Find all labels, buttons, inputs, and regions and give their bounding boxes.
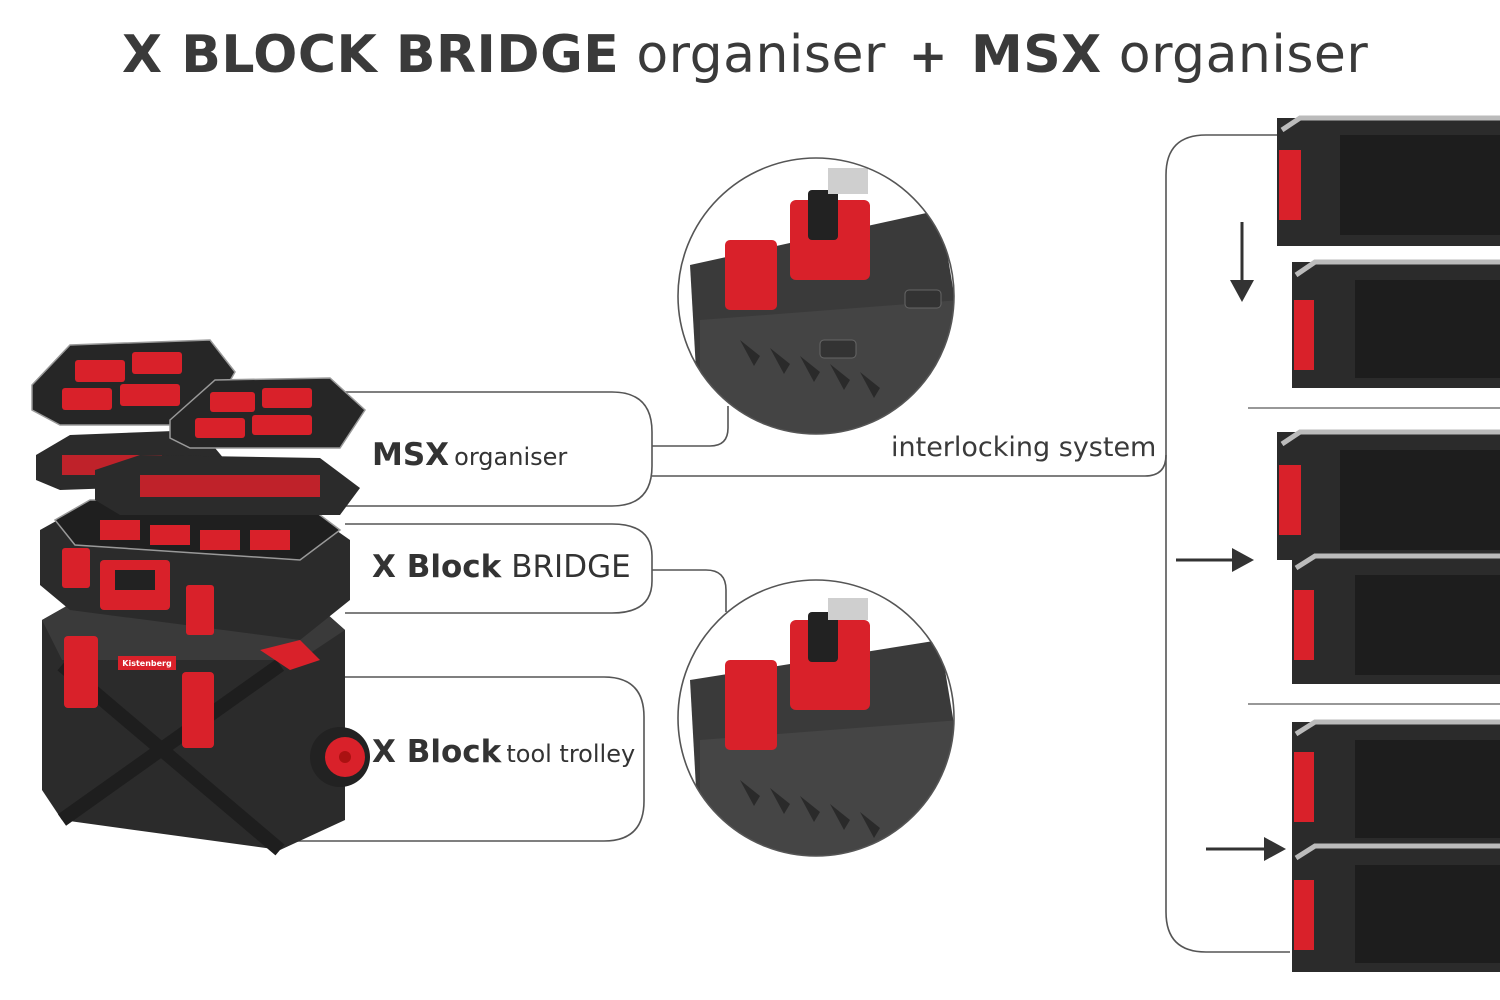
arrow-down-icon: [1230, 222, 1254, 302]
zoom-circle-top: [677, 157, 955, 435]
title-plus: +: [908, 29, 948, 83]
msx-callout-frame: [345, 391, 653, 507]
arrow-right-icon: [1206, 837, 1286, 861]
msx-to-zoom-line: [652, 406, 729, 447]
interlocking-system-label: interlocking system: [891, 432, 1157, 463]
bridge-to-zoom-line: [652, 569, 727, 612]
trolley-label-bold: X Block: [372, 734, 502, 770]
msx-organiser-image: [31, 339, 366, 515]
arrow-right-icon: [1176, 548, 1254, 572]
title-organiser-2: organiser: [1118, 25, 1369, 85]
bridge-callout-frame: [345, 523, 653, 614]
trolley-callout-frame: [262, 676, 645, 842]
bridge-label-light: BRIDGE: [511, 549, 631, 585]
brand-badge-text: Kistenberg: [122, 659, 172, 668]
trolley-latch-left: [64, 636, 98, 708]
zoom-circle-bottom: [677, 579, 955, 857]
step1-organiser-bottom: [1292, 259, 1500, 388]
msx-organiser-label: MSX organiser: [372, 437, 567, 473]
title-xblock-bridge: X BLOCK BRIDGE: [122, 25, 620, 85]
trolley-latch-right: [182, 672, 214, 748]
trolley-label-light: tool trolley: [506, 740, 636, 768]
step2-organiser-bottom: [1292, 553, 1500, 684]
bridge-label-bold: X Block: [372, 549, 502, 585]
steps-bracket: [1165, 134, 1290, 953]
title-organiser-1: organiser: [636, 25, 886, 85]
msx-label-bold: MSX: [372, 437, 450, 473]
step1-organiser-top: [1277, 115, 1500, 246]
step2-organiser-top: [1277, 429, 1500, 560]
brand-badge: [118, 656, 176, 670]
connector-lines: [262, 134, 1500, 953]
stacking-steps: [1176, 115, 1500, 972]
page-title: X BLOCK BRIDGE organiser + MSX organiser: [122, 22, 1368, 89]
xblock-trolley-label: X Block tool trolley: [372, 734, 635, 770]
msx-label-light: organiser: [454, 443, 568, 471]
step3-organiser-bottom: [1292, 843, 1500, 972]
title-msx: MSX: [970, 25, 1102, 85]
product-stack: Kistenberg: [31, 339, 370, 856]
step3-organiser-top: [1292, 719, 1500, 848]
